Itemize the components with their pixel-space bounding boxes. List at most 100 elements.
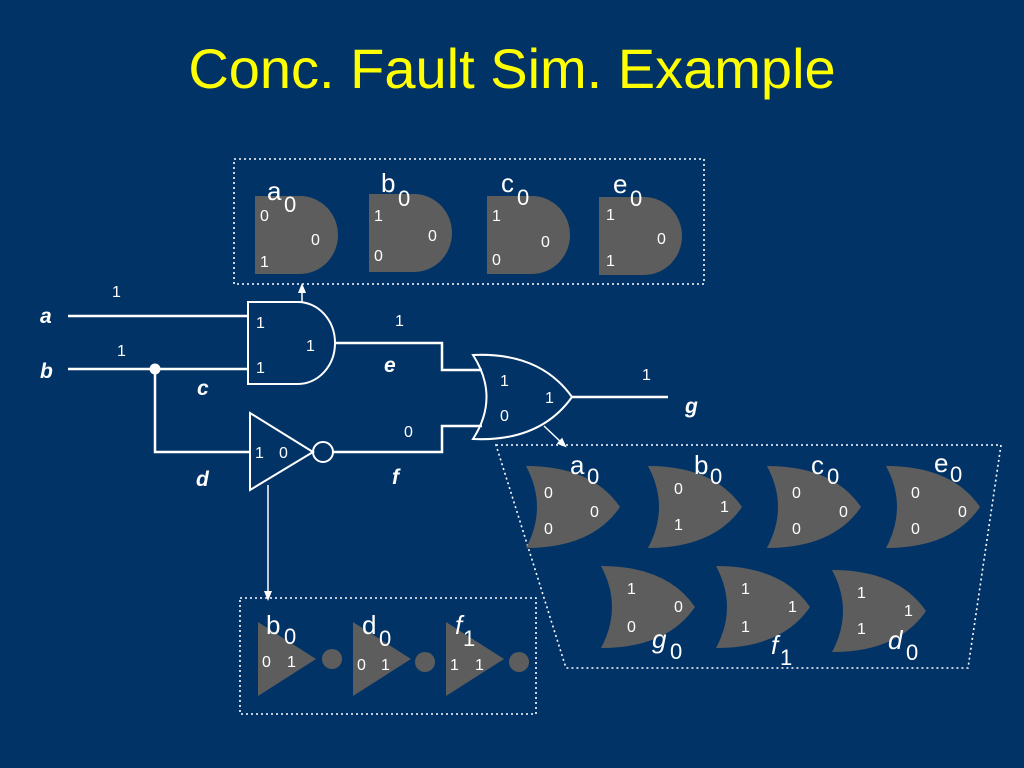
- fault-in1: 0: [674, 481, 683, 498]
- fault-gate-not-b0: b 0 0 1: [258, 610, 342, 696]
- signal-labels: a b c d e f g: [40, 305, 698, 491]
- fault-gate-and-b0: b 0 1 0 0: [369, 168, 452, 272]
- not-gate: [249, 411, 315, 492]
- value-not-out: 0: [279, 445, 288, 462]
- fault-or-gate-shape: [832, 570, 926, 652]
- fault-in1: 0: [544, 485, 553, 502]
- value-e-line: 1: [395, 313, 404, 330]
- value-b-line: 1: [117, 343, 126, 360]
- fault-or-gate-shape: [526, 466, 620, 548]
- value-and-in1: 1: [256, 315, 265, 332]
- fault-or-gate-shape: [767, 466, 861, 548]
- fault-out: 0: [590, 504, 599, 521]
- fault-gate-and-a0: a 0 0 1 0: [255, 176, 338, 274]
- fault-or-gate-shape: [601, 566, 695, 648]
- fault-or-gate-shape: [716, 566, 810, 648]
- fault-in2: 0: [792, 521, 801, 538]
- fault-not-gate-shape: [353, 622, 411, 696]
- signal-label-f: f: [392, 466, 401, 489]
- value-or-in1: 1: [500, 373, 509, 390]
- fault-out: 0: [657, 231, 666, 248]
- fault-out: 0: [674, 599, 683, 616]
- fault-not-bubble: [509, 652, 529, 672]
- or-gate: [471, 353, 574, 441]
- fault-in2: 0: [492, 252, 501, 269]
- not-gate-bubble: [312, 441, 334, 463]
- fault-subscript: 0: [906, 640, 918, 665]
- fault-in1: 1: [492, 208, 501, 225]
- fault-out: 1: [720, 499, 729, 516]
- fault-subscript: 1: [780, 645, 792, 670]
- fault-letter: f: [455, 610, 465, 640]
- not-fault-list-box: [239, 597, 537, 715]
- not-fault-list: b 0 0 1 d 0 0 1 f 1 1 1: [258, 610, 529, 696]
- fault-subscript: 1: [463, 626, 475, 651]
- fault-out: 0: [311, 232, 320, 249]
- fault-and-gate-shape: [599, 197, 682, 275]
- signal-label-d: d: [196, 468, 210, 491]
- fault-subscript: 0: [827, 464, 839, 489]
- fault-letter: f: [771, 630, 781, 660]
- signal-values: 1 1 1 1 1 1 1 0 0 1 0 1 1: [112, 284, 651, 462]
- fault-gate-or-b0: b 0 0 1 1: [648, 450, 742, 548]
- fault-gate-or-f1: 1 1 1 f 1: [716, 566, 810, 670]
- fault-out: 1: [287, 654, 296, 671]
- fault-subscript: 0: [587, 464, 599, 489]
- and-fault-list: a 0 0 1 0 b 0 1 0 0 c 0 1 0 0: [255, 168, 682, 275]
- fault-gate-or-c0: c 0 0 0 0: [767, 450, 861, 548]
- fault-in: 1: [450, 657, 459, 674]
- fault-in: 0: [357, 657, 366, 674]
- fault-in1: 0: [792, 485, 801, 502]
- fault-or-gate-shape: [886, 466, 980, 548]
- fault-subscript: 0: [398, 186, 410, 211]
- fault-in1: 1: [374, 208, 383, 225]
- fault-letter: d: [362, 610, 376, 640]
- fault-subscript: 0: [630, 186, 642, 211]
- fault-in1: 1: [627, 581, 636, 598]
- fault-in2: 1: [741, 619, 750, 636]
- signal-label-g: g: [684, 395, 698, 418]
- fanout-dot: [149, 363, 161, 375]
- arrow-or-faults: [543, 425, 567, 448]
- fault-letter: b: [266, 610, 280, 640]
- fault-in2: 1: [260, 254, 269, 271]
- fault-subscript: 0: [379, 626, 391, 651]
- wire-f: [334, 424, 482, 454]
- or-fault-list-row1: a 0 0 0 0 b 0 0 1 1 c 0 0 0 0: [526, 448, 980, 548]
- fault-subscript: 0: [670, 639, 682, 664]
- signal-label-c: c: [197, 377, 209, 400]
- fault-out: 0: [839, 504, 848, 521]
- fault-out: 0: [541, 234, 550, 251]
- wire-e: [335, 341, 482, 372]
- or-fault-list-row2: 1 0 0 g 0 1 1 1 f 1 1 1 1 d 0: [601, 566, 926, 670]
- value-g-line: 1: [642, 367, 651, 384]
- fault-subscript: 0: [517, 185, 529, 210]
- fault-in2: 0: [627, 619, 636, 636]
- fault-letter: e: [613, 169, 627, 199]
- fault-subscript: 0: [710, 464, 722, 489]
- fault-in1: 0: [911, 485, 920, 502]
- value-a-line: 1: [112, 284, 121, 301]
- and-gate: [247, 301, 336, 385]
- fault-letter: c: [501, 168, 514, 198]
- fault-in2: 1: [606, 253, 615, 270]
- fault-gate-and-e0: e 0 1 1 0: [599, 169, 682, 275]
- fault-subscript: 0: [284, 624, 296, 649]
- fault-gate-or-e0: e 0 0 0 0: [886, 448, 980, 548]
- fault-letter: b: [381, 168, 395, 198]
- value-or-in2: 0: [500, 408, 509, 425]
- fault-subscript: 0: [284, 192, 296, 217]
- fault-in2: 0: [544, 521, 553, 538]
- fault-letter: e: [934, 448, 948, 478]
- fault-not-bubble: [415, 652, 435, 672]
- fault-letter: b: [694, 450, 708, 480]
- fault-gate-or-d0: 1 1 1 d 0: [832, 570, 926, 665]
- fault-in1: 1: [606, 207, 615, 224]
- value-not-in: 1: [255, 445, 264, 462]
- wires: [68, 314, 668, 454]
- fault-in2: 1: [857, 621, 866, 638]
- signal-label-a: a: [40, 305, 52, 328]
- fault-and-gate-shape: [487, 196, 570, 274]
- fault-or-gate-shape: [648, 466, 742, 548]
